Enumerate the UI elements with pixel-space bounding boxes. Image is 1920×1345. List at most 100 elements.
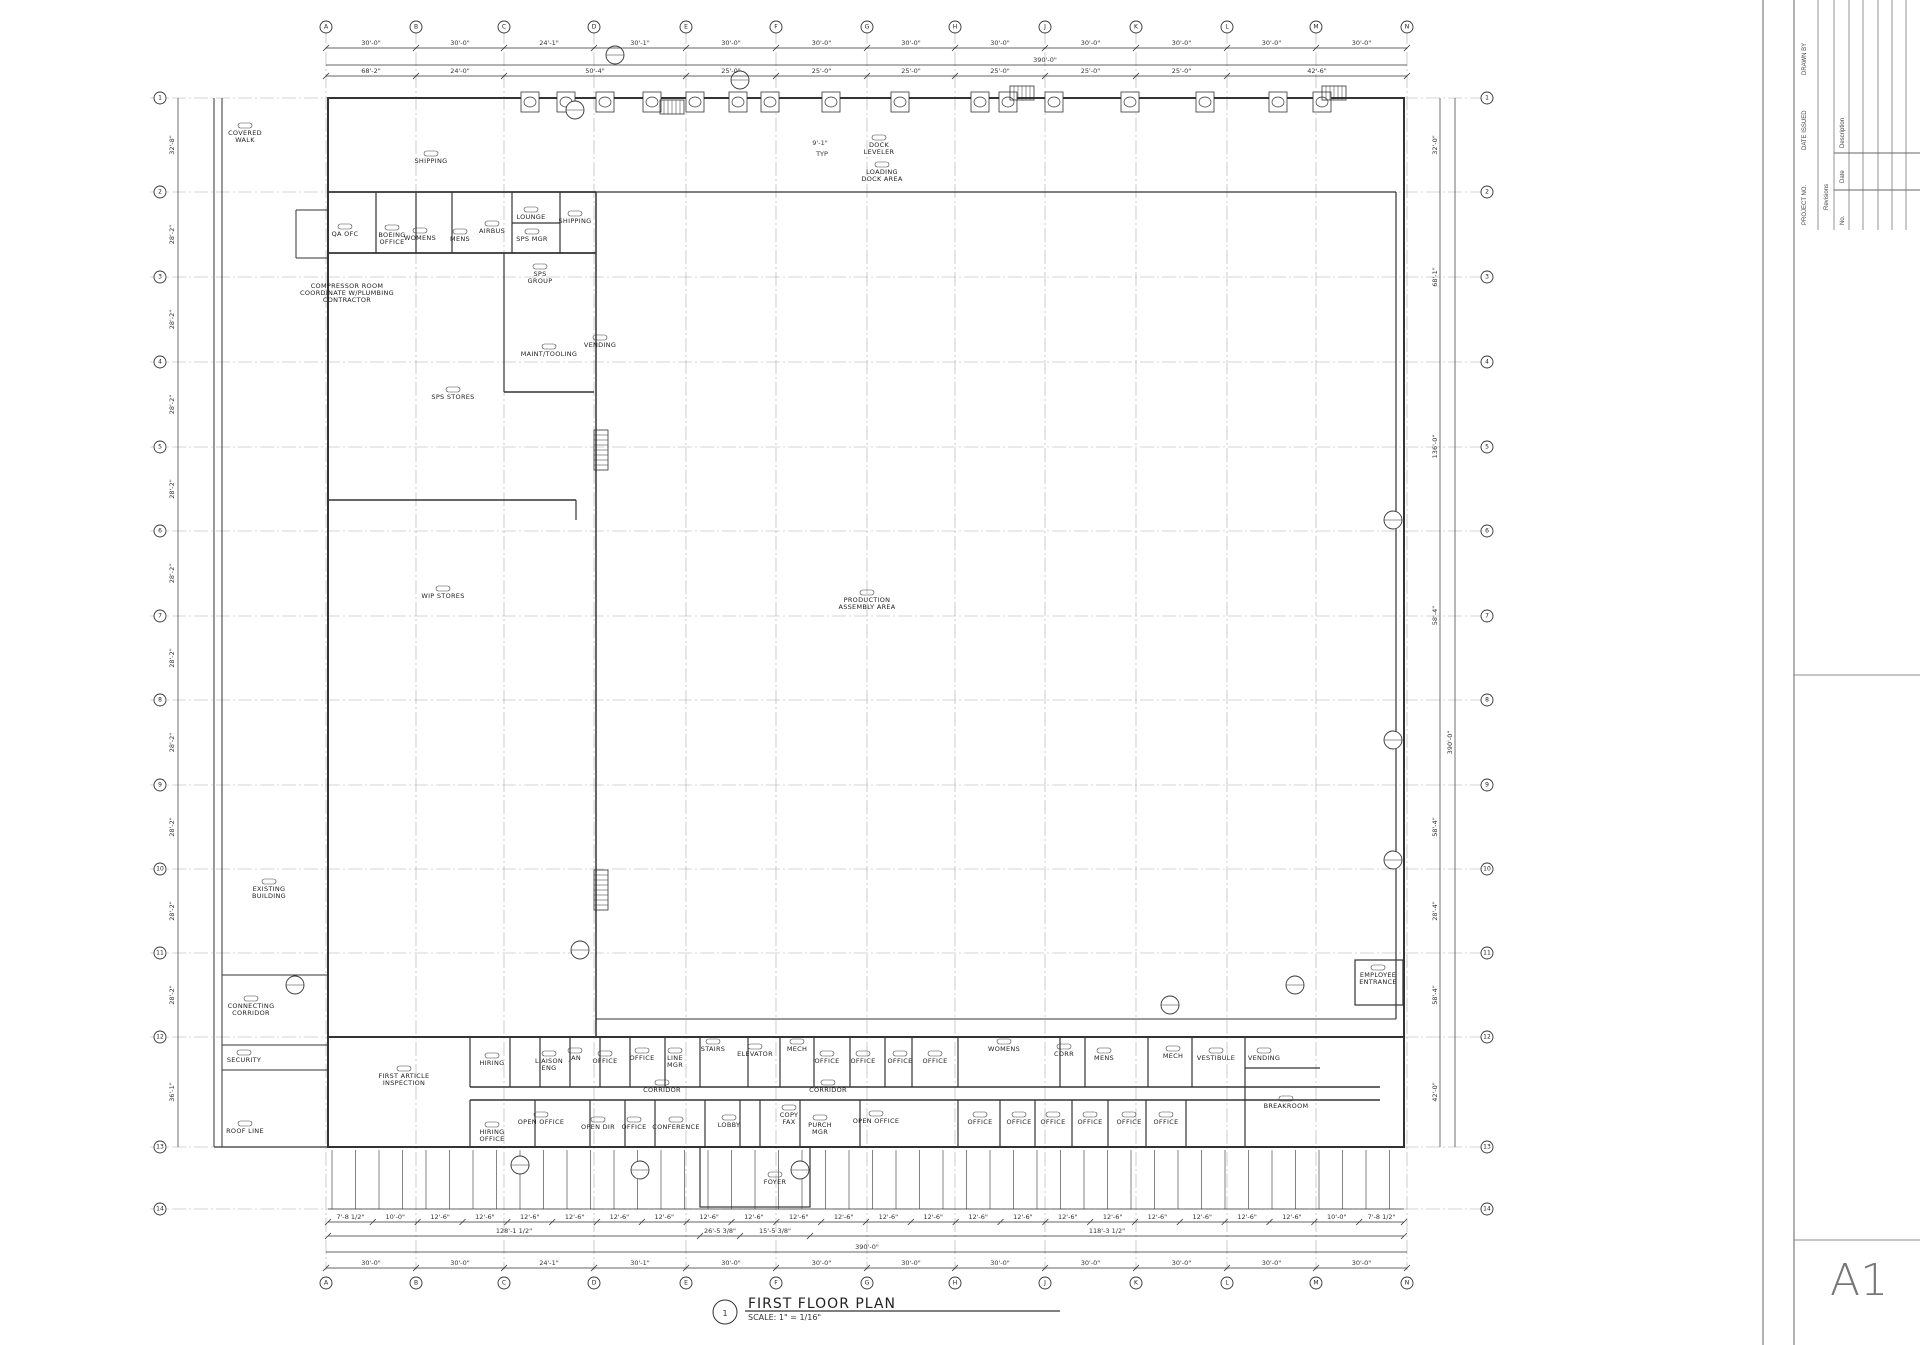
room-number-tag [484, 1052, 500, 1059]
wall [593, 1218, 601, 1226]
grid-label-column: N [1405, 1280, 1410, 1287]
wall [682, 44, 690, 52]
dimension-label: 12'-6" [475, 1213, 495, 1221]
room-number-tag [1096, 1047, 1112, 1054]
wall [696, 1232, 704, 1240]
door-tag [1047, 96, 1061, 108]
dimension-label: 10'-0" [385, 1213, 405, 1221]
wall [1403, 72, 1411, 80]
room: ELEVATOR [737, 1043, 773, 1058]
dimension-label: 28'-4" [1431, 901, 1439, 921]
grid-label-row: 3 [1485, 274, 1489, 281]
door-tag [1001, 96, 1015, 108]
room-number-tag [789, 1038, 805, 1045]
room-label: MENS [450, 235, 470, 243]
room-label: ELEVATOR [737, 1050, 773, 1058]
wall [1312, 44, 1320, 52]
grid-label-row: 9 [1485, 782, 1489, 789]
grid-bubble-row [1480, 609, 1494, 623]
grid-bubble-column [1309, 20, 1323, 34]
dock-door [970, 91, 990, 113]
grid-label-row: 2 [158, 189, 162, 196]
dimension-label: 28'-2" [168, 985, 176, 1005]
door-tag [1198, 96, 1212, 108]
grid-label-row: 6 [158, 528, 162, 535]
dock-door [1195, 91, 1215, 113]
room-label: WALK [235, 136, 255, 144]
room-number-tag [237, 122, 253, 129]
wall [772, 1264, 780, 1272]
room: WOMENS [404, 227, 436, 242]
room-number-tag [541, 1050, 557, 1057]
room-number-tag [1158, 1111, 1174, 1118]
room-number-tag [868, 1110, 884, 1117]
room: OFFICE [923, 1050, 948, 1065]
door-tag [893, 96, 907, 108]
room-label: ENG [542, 1064, 557, 1072]
room-number-tag [423, 150, 439, 157]
room-number-tag [237, 1120, 253, 1127]
dimension-label: 28'-2" [168, 648, 176, 668]
room-label: OFFICE [923, 1057, 948, 1065]
dimension-label: 12'-6" [789, 1213, 809, 1221]
room-number-tag [1256, 1047, 1272, 1054]
room-label: ROOF LINE [226, 1127, 264, 1135]
room: OPEN DIR [581, 1116, 615, 1131]
room-label: VENDING [1248, 1054, 1280, 1062]
wall [327, 97, 1405, 1148]
typical-note: TYP [815, 150, 828, 158]
room-number-tag [590, 1116, 606, 1123]
room: MENS [450, 228, 470, 243]
dock-door [998, 91, 1018, 113]
room-label: OFFICE [593, 1057, 618, 1065]
dimension-label: 7'-8 1/2" [1368, 1213, 1396, 1221]
room-number-tag [1165, 1045, 1181, 1052]
room: OFFICE [851, 1050, 875, 1065]
grid-label-column: D [592, 24, 597, 31]
room: SPS MGR [516, 228, 548, 243]
room-number-tag [855, 1050, 871, 1057]
dimension-label: 68'-2" [361, 67, 381, 75]
room-label: CONFERENCE [652, 1123, 700, 1131]
room-label: CORRIDOR [643, 1086, 681, 1094]
wall [1176, 1218, 1184, 1226]
door-tag [731, 96, 745, 108]
dimension-label: 36'-1" [168, 1082, 176, 1102]
dimension-label: 30'-0" [361, 39, 381, 47]
room-label: FAX [783, 1118, 796, 1126]
wall [459, 1218, 466, 1226]
room: OFFICE [815, 1050, 839, 1065]
grid-bubble-column [587, 1276, 601, 1290]
door-tag [523, 96, 537, 108]
grid-bubble-row [153, 524, 167, 538]
grid-bubble-column [1038, 1276, 1052, 1290]
wall [1403, 44, 1411, 52]
grid-bubble-row [153, 946, 167, 960]
dimension-label: 12'-6" [923, 1213, 943, 1221]
dimension-label: 7'-8 1/2" [336, 1213, 364, 1221]
dimension-label: 25'-0" [901, 67, 921, 75]
room-label: SECURITY [227, 1056, 261, 1064]
room-number-tag [1011, 1111, 1027, 1118]
room-number-tag [567, 1047, 583, 1054]
room-number-tag [892, 1050, 908, 1057]
dimension-label: 30'-0" [1352, 1259, 1372, 1267]
room: OFFICE [1117, 1111, 1141, 1126]
room: ROOF LINE [226, 1120, 264, 1135]
grid-bubble-row [153, 1140, 167, 1154]
room-label: BOEING [378, 231, 405, 239]
room-number-tag [384, 224, 400, 231]
room-number-tag [996, 1038, 1012, 1045]
grid-bubble-row [1480, 1140, 1494, 1154]
wall [412, 72, 420, 80]
grid-bubble-row [153, 1202, 167, 1216]
wall [500, 44, 508, 52]
wall [1400, 1218, 1408, 1226]
room-label: MGR [812, 1128, 828, 1136]
room-number-tag [396, 1065, 412, 1072]
wall [638, 1218, 646, 1226]
drawn-by-label: DRAWN BY [1802, 43, 1808, 75]
dimension-label: 28'-2" [168, 901, 176, 921]
